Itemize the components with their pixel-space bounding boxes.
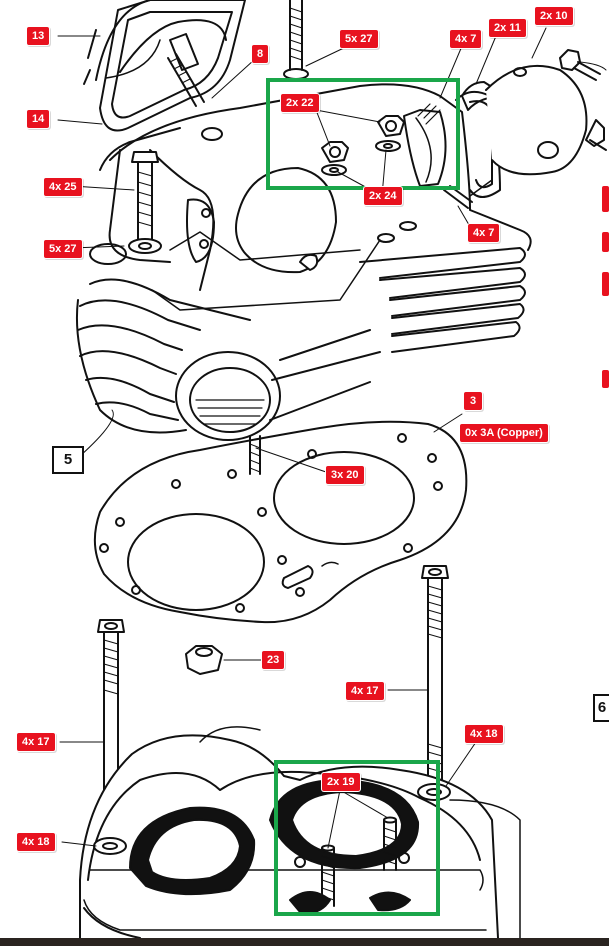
figure-number-5: 5	[52, 446, 84, 474]
callout-clipped[interactable]	[602, 232, 609, 252]
rocker-cover	[95, 0, 227, 81]
callout-3[interactable]: 3	[464, 392, 483, 410]
callout-2x24[interactable]: 2x 24	[364, 187, 402, 205]
callout-4x7-lower[interactable]: 4x 7	[468, 224, 500, 242]
callout-clipped[interactable]	[602, 370, 609, 388]
callout-4x17-right[interactable]: 4x 17	[346, 682, 384, 700]
cylinder-head	[75, 83, 532, 441]
callout-5x27-lower[interactable]: 5x 27	[44, 240, 82, 258]
cylinder-base-nut	[185, 645, 263, 675]
callout-clipped[interactable]	[602, 272, 609, 296]
callout-13[interactable]: 13	[27, 27, 50, 45]
callout-2x10[interactable]: 2x 10	[535, 7, 573, 25]
callout-4x25[interactable]: 4x 25	[44, 178, 82, 196]
cap-screws	[559, 49, 607, 151]
callout-2x11[interactable]: 2x 11	[489, 19, 526, 37]
highlight-box-cylinder-studs	[274, 760, 440, 916]
gasket-stud	[249, 435, 261, 475]
head-gasket	[93, 420, 468, 624]
callout-23[interactable]: 23	[262, 651, 285, 669]
figure-number-6: 6	[593, 694, 609, 722]
callout-8[interactable]: 8	[252, 45, 269, 63]
cylinder-barrel	[79, 726, 521, 939]
callout-clipped[interactable]	[602, 186, 609, 212]
bottom-edge-bar	[0, 938, 609, 946]
callout-14[interactable]: 14	[27, 110, 50, 128]
stud-vertical-top	[283, 0, 309, 80]
callout-4x18-left[interactable]: 4x 18	[17, 833, 55, 851]
callout-2x22[interactable]: 2x 22	[281, 94, 319, 112]
long-stud-right	[421, 565, 449, 781]
callout-4x17-left[interactable]: 4x 17	[17, 733, 55, 751]
rocker-nuts-washers	[321, 103, 473, 209]
callout-4x7-top[interactable]: 4x 7	[450, 30, 482, 48]
rocker-end-cap	[455, 64, 588, 198]
callout-5x27-top[interactable]: 5x 27	[340, 30, 378, 48]
callout-3x20[interactable]: 3x 20	[326, 466, 364, 484]
callout-0x3A-copper[interactable]: 0x 3A (Copper)	[460, 424, 548, 442]
head-bolt-left	[128, 151, 162, 254]
stud	[167, 53, 205, 107]
highlight-box-rocker-nuts	[266, 78, 460, 190]
callout-2x19[interactable]: 2x 19	[322, 773, 360, 791]
callout-4x18-right[interactable]: 4x 18	[465, 725, 503, 743]
